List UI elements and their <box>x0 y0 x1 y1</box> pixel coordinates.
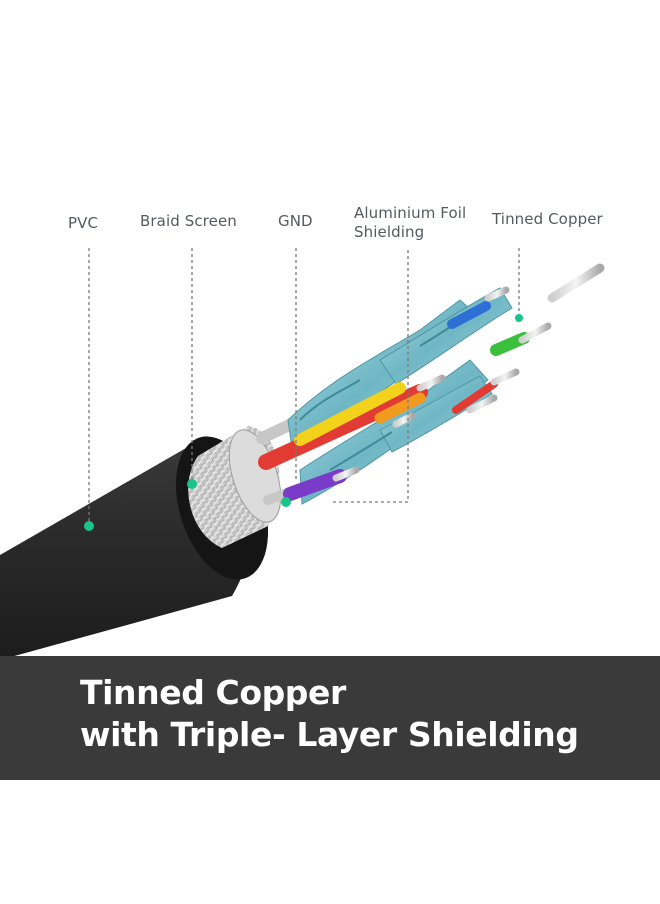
tinned-copper-conductors <box>332 263 605 482</box>
gnd-label: GND <box>278 212 313 230</box>
banner-heading-line-2: with Triple- Layer Shielding <box>80 715 579 754</box>
callout-markers <box>84 314 523 531</box>
braid-screen-label: Braid Screen <box>140 212 237 230</box>
tinned-copper-label: Tinned Copper <box>492 210 603 228</box>
banner-heading-line-1: Tinned Copper <box>80 673 346 712</box>
aluminium-foil-shielding-label: Aluminium Foil Shielding <box>354 204 466 242</box>
callout-leader-lines <box>88 248 520 526</box>
pvc-label: PVC <box>68 214 99 232</box>
aluminium-foil-label-line-2: Shielding <box>354 223 425 241</box>
pvc-marker-dot <box>84 521 94 531</box>
caption-banner <box>0 656 660 780</box>
red-wire <box>258 384 428 470</box>
orange-wire <box>374 392 426 424</box>
aluminium-foil-leader-line <box>330 250 409 503</box>
tinned-copper-marker-dot <box>515 314 523 322</box>
small-red-wire <box>452 380 498 414</box>
aluminium-foil-label-line-1: Aluminium Foil <box>354 204 467 222</box>
purple-wire <box>283 469 347 501</box>
braid-screen-marker-dot <box>187 479 197 489</box>
yellow-wire <box>294 382 406 446</box>
gnd-marker-dot <box>281 497 291 507</box>
blue-wire <box>447 301 491 329</box>
